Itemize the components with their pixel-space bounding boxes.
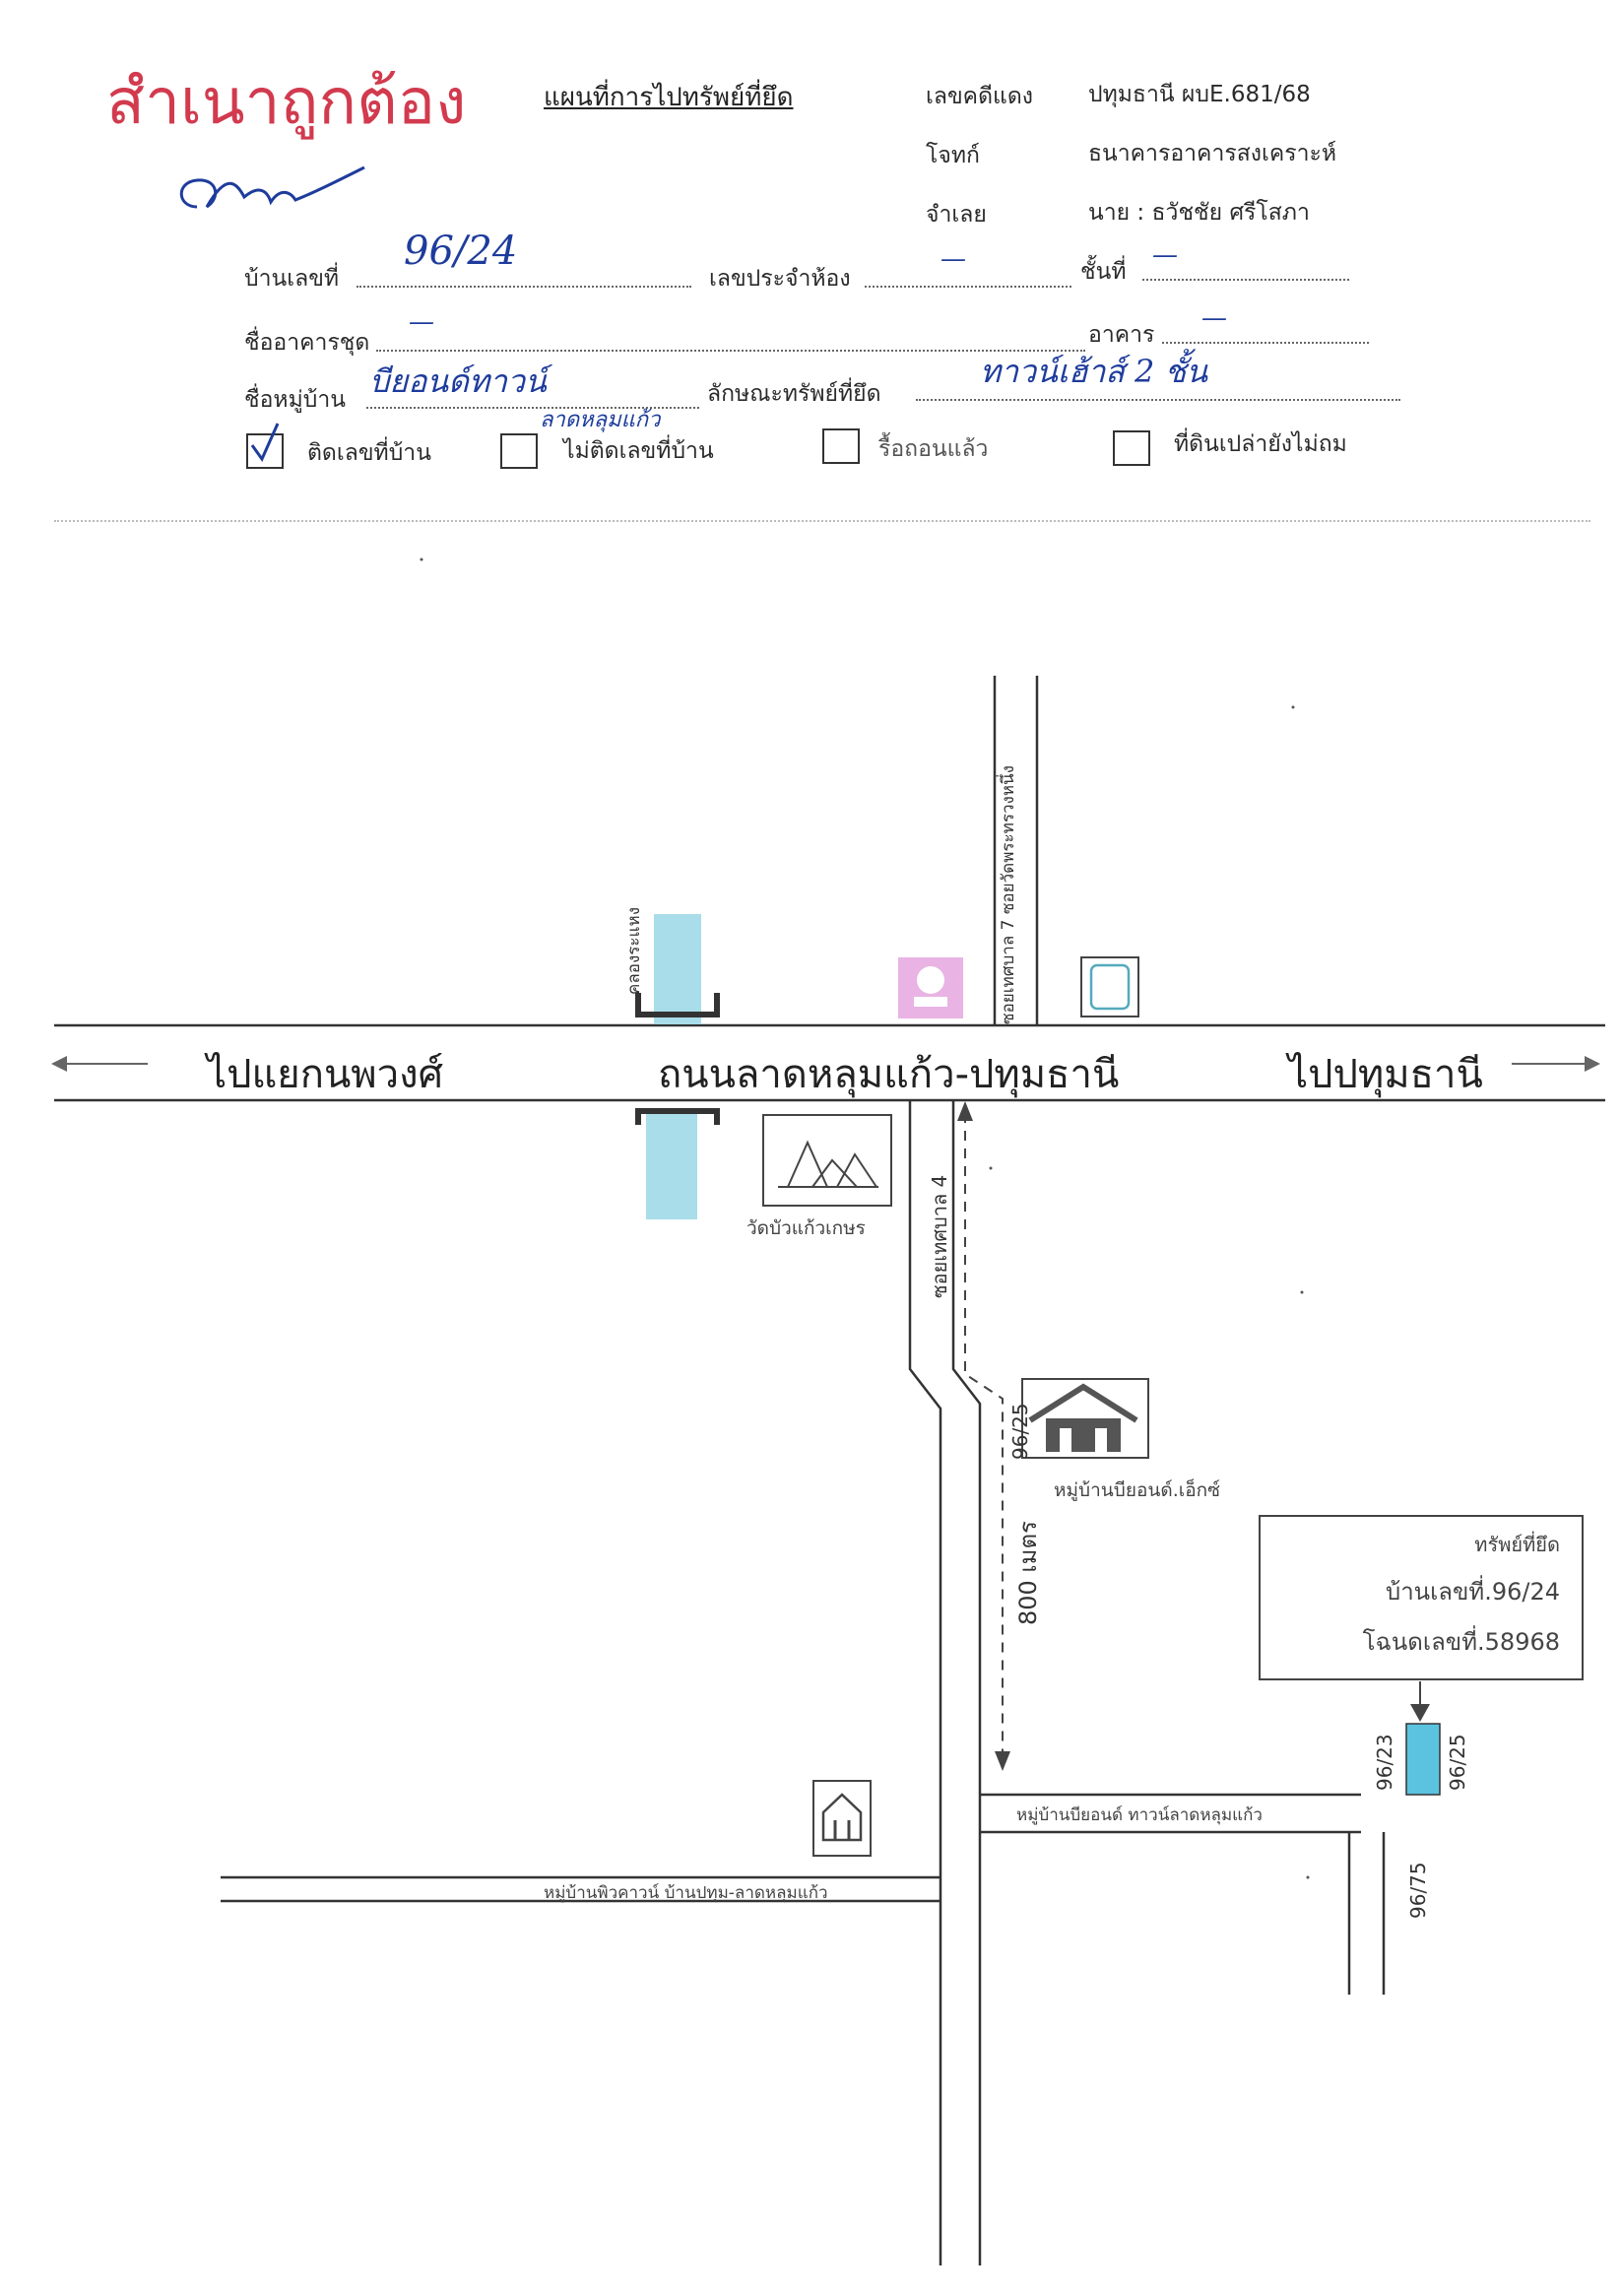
village-value: บียอนด์ทาวน์ — [369, 362, 547, 400]
soi4-label: ซอยเทศบาล 4 — [928, 1174, 951, 1298]
house-no-label: บ้านเลขที่ — [244, 266, 340, 292]
property-box-deed-no: โฉนดเลขที่.58968 — [1362, 1628, 1560, 1656]
office-building — [1080, 956, 1139, 1017]
route-arrow-down — [995, 1751, 1010, 1771]
building-value: — — [1201, 303, 1227, 333]
checkbox-label-4: ที่ดินเปล่ายังไม่ถม — [1174, 431, 1347, 457]
floor-line — [1142, 279, 1349, 281]
checkbox-vacant-land[interactable] — [1113, 430, 1150, 466]
bridge-north — [635, 993, 720, 1017]
condo-line — [376, 350, 1085, 352]
building-label: อาคาร — [1088, 322, 1155, 348]
left-building-frame — [812, 1780, 872, 1857]
neighbor-right-label: 96/25 — [1446, 1734, 1469, 1791]
property-type-value: ทาวน์เฮ้าส์ 2 ชั้น — [980, 353, 1208, 390]
checkbox-label-1: ติดเลขที่บ้าน — [307, 440, 431, 466]
house-no-value: 96/24 — [404, 229, 518, 274]
left-road-label: หมู่บ้านพิวคาวน์ บ้านปทุม-ลาดหลุมแก้ว — [544, 1883, 828, 1903]
distance-label: 800 เมตร — [1014, 1521, 1042, 1625]
defendant-label: จำเลย — [926, 202, 987, 228]
village-house-number: 96/25 — [1008, 1403, 1032, 1460]
soi7-label: ซอยเทศบาล 7 ซอยวัดพระทรวงหนึ่ง — [999, 765, 1018, 1024]
property-type-line — [916, 399, 1400, 401]
floor-label: ชั้นที่ — [1080, 259, 1127, 285]
bridge-south — [635, 1108, 720, 1125]
canal-label: คลองระแหง — [624, 906, 644, 995]
checkbox-demolished[interactable] — [822, 428, 860, 464]
village-line — [366, 407, 699, 409]
property-box-house-no: บ้านเลขที่.96/24 — [1385, 1578, 1560, 1606]
village-note: ลาดหลุมแก้ว — [540, 408, 661, 432]
house-no-line — [357, 286, 691, 288]
checkbox-label-2: ไม่ติดเลขที่บ้าน — [563, 438, 714, 464]
condo-label: ชื่ออาคารชุด — [244, 330, 370, 356]
case-label: เลขคดีแดง — [926, 84, 1033, 109]
room-no-line — [865, 286, 1071, 288]
neighbor-below-label: 96/75 — [1406, 1862, 1430, 1919]
property-type-label: ลักษณะทรัพย์ที่ยึด — [707, 381, 881, 407]
village-name-label: หมู่บ้านบียอนด์.เอ็กซ์ — [1054, 1479, 1221, 1501]
plaintiff-label: โจทก์ — [926, 143, 980, 168]
checkbox-label-3: รื้อถอนแล้ว — [878, 436, 989, 462]
plaintiff-value: ธนาคารอาคารสงเคราะห์ — [1088, 141, 1337, 166]
checkbox-house-number-posted[interactable] — [246, 433, 284, 469]
signature — [179, 165, 365, 209]
canal-south — [646, 1113, 697, 1219]
building-line — [1162, 342, 1369, 344]
left-direction-arrow — [51, 1056, 148, 1072]
section-divider — [54, 520, 1590, 522]
room-no-value: — — [940, 244, 966, 274]
check-mark-icon — [250, 423, 280, 463]
condo-value: — — [409, 307, 434, 337]
village-house-frame — [1021, 1378, 1149, 1459]
neighbor-left-label: 96/23 — [1373, 1734, 1396, 1791]
temple-frame — [762, 1114, 892, 1207]
property-pointer-arrow — [1410, 1704, 1430, 1722]
village-label: ชื่อหมู่บ้าน — [244, 387, 346, 413]
soi4-left-edge — [908, 1100, 942, 2265]
left-direction-label: ไปแยกนพวงศ์ — [207, 1052, 444, 1097]
floor-value: — — [1152, 240, 1178, 270]
canal-north — [654, 914, 701, 1024]
route-arrow-up — [957, 1101, 973, 1121]
checkbox-no-house-number[interactable] — [500, 433, 538, 469]
right-direction-label: ไปปทุมธานี — [1288, 1052, 1483, 1097]
temple-label: วัดบัวแก้วเกษร — [746, 1217, 866, 1239]
certified-copy-stamp: สำเนาถูกต้อง — [106, 66, 467, 139]
soi4-right-edge — [951, 1100, 982, 2265]
right-direction-arrow — [1512, 1056, 1600, 1072]
property-info-box: ทรัพย์ที่ยึด บ้านเลขที่.96/24 โฉนดเลขที่… — [1259, 1515, 1584, 1680]
main-road-label: ถนนลาดหลุมแก้ว-ปทุมธานี — [658, 1052, 1120, 1097]
defendant-value: นาย : ธวัชชัย ศรีโสภา — [1088, 200, 1310, 226]
branch-road-label: หมู่บ้านบียอนด์ ทาวน์ลาดหลุมแก้ว — [1016, 1805, 1263, 1825]
room-no-label: เลขประจำห้อง — [709, 266, 851, 292]
property-box-title: ทรัพย์ที่ยึด — [1474, 1533, 1560, 1556]
document-title: แผนที่การไปทรัพย์ที่ยึด — [544, 83, 794, 112]
route-dashed-line — [964, 1113, 1004, 1758]
target-property — [1405, 1723, 1441, 1796]
case-value: ปทุมธานี ผบE.681/68 — [1088, 82, 1311, 107]
